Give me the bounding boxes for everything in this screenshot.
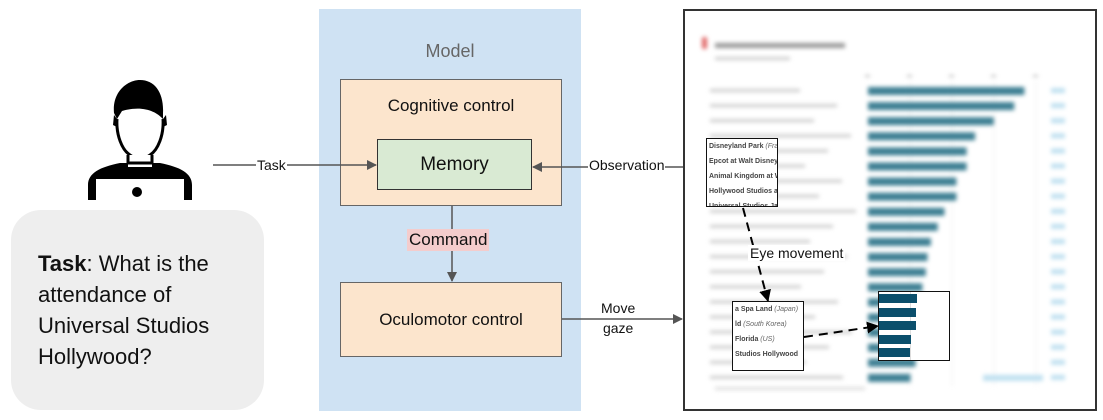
eye-movement-label: Eye movement [748, 245, 846, 261]
value-label-placeholder [1051, 329, 1065, 335]
value-label-placeholder [1051, 148, 1065, 154]
row-label-placeholder [710, 119, 814, 123]
bar [868, 87, 1025, 95]
value-label-placeholder [1051, 208, 1065, 214]
axis-tick-label [949, 75, 954, 77]
person-at-laptop-icon [88, 80, 192, 200]
row-label-placeholder [710, 285, 801, 289]
value-label-placeholder [1051, 299, 1065, 305]
focus-bar [879, 307, 916, 317]
source-note-placeholder [715, 387, 865, 390]
focus-row-label: a Spa Land (Japan) [735, 306, 799, 313]
row-label-placeholder [710, 209, 856, 213]
value-label-placeholder [1051, 359, 1065, 365]
row-label-placeholder [710, 89, 800, 92]
bar [868, 283, 923, 292]
axis-tick-label [1033, 75, 1038, 77]
bar [868, 268, 926, 277]
row-label-placeholder [710, 240, 810, 243]
value-label-placeholder [1051, 133, 1065, 139]
value-label-placeholder [1051, 118, 1065, 124]
focus-row-label: Florida (US) [735, 336, 775, 343]
value-label-placeholder [1051, 269, 1065, 275]
bar [868, 222, 938, 231]
focus-bar [879, 334, 911, 344]
value-label-placeholder [1051, 193, 1065, 199]
memory-label: Memory [420, 153, 489, 175]
task-prefix: Task [38, 251, 87, 276]
value-label-placeholder [1051, 344, 1065, 350]
focus-row-label: Studios Hollywood [735, 351, 798, 358]
value-label-placeholder [1051, 374, 1065, 380]
chart-accent-mark [702, 37, 707, 49]
row-label-placeholder [710, 134, 851, 138]
value-label-placeholder [1051, 314, 1065, 320]
bar [868, 253, 928, 262]
annotation-placeholder [983, 374, 1043, 381]
chart-title-placeholder [715, 43, 845, 48]
row-label-placeholder [710, 224, 833, 228]
bar [868, 132, 976, 141]
memory-box: Memory [377, 139, 532, 190]
value-label-placeholder [1051, 88, 1065, 93]
value-label-placeholder [1051, 223, 1065, 229]
move-gaze-line2: gaze [602, 320, 634, 336]
task-edge-label: Task [256, 157, 287, 173]
bar [868, 192, 957, 201]
bar [868, 102, 1015, 111]
task-question: Task: What is the attendance of Universa… [38, 248, 258, 372]
value-label-placeholder [1051, 178, 1065, 184]
bar [868, 147, 967, 156]
task-bubble: Task: What is the attendance of Universa… [11, 210, 264, 410]
cognitive-control-label: Cognitive control [387, 96, 515, 115]
focus-row-label: Epcot at Walt Disney W [709, 158, 778, 165]
value-label-placeholder [1051, 163, 1065, 169]
value-label-placeholder [1051, 254, 1065, 260]
oculomotor-control-box: Oculomotor control [340, 282, 562, 357]
value-label-placeholder [1051, 103, 1065, 109]
chart-subtitle-placeholder [715, 57, 790, 60]
focus-bar [879, 294, 917, 303]
focus-row-label: ld (South Korea) [735, 321, 787, 328]
focus-bar [879, 348, 911, 357]
focus-box-bottom: a Spa Land (Japan) ld (South Korea) Florid… [732, 301, 804, 371]
observation-edge-label: Observation [588, 157, 666, 173]
row-label-placeholder [710, 270, 824, 274]
focus-box-top: Disneyland Park (FranEpcot at Walt Disne… [706, 138, 778, 207]
oculomotor-control-label: Oculomotor control [379, 309, 523, 329]
bar [868, 117, 994, 126]
row-label-placeholder [710, 375, 843, 379]
move-gaze-line1: Move [601, 300, 636, 316]
axis-tick-label [865, 75, 870, 77]
focus-row-label: Universal Studios Ja [709, 203, 778, 207]
axis-tick-label [991, 75, 996, 77]
value-label-placeholder [1051, 239, 1065, 244]
row-label-placeholder [710, 104, 837, 108]
focus-row-label [733, 362, 803, 370]
focus-row-label: Animal Kingdom at W [709, 173, 778, 180]
focus-row-label: Hollywood Studios at [709, 188, 778, 195]
bar [868, 373, 911, 382]
bar [868, 177, 957, 186]
move-gaze-edge-label: Move gaze [600, 298, 636, 338]
bar [868, 238, 931, 246]
command-label: Command [407, 229, 490, 251]
bar [868, 162, 967, 171]
bar [868, 358, 916, 367]
focus-row-label: Disneyland Park (Fran [709, 143, 778, 150]
bar [868, 207, 945, 216]
focus-bar [879, 321, 916, 330]
model-title: Model [425, 41, 475, 61]
axis-tick-label [907, 75, 912, 77]
task-question-text: : What is the attendance of Universal St… [38, 251, 210, 369]
focus-box-bars [878, 291, 950, 361]
value-label-placeholder [1051, 284, 1065, 290]
